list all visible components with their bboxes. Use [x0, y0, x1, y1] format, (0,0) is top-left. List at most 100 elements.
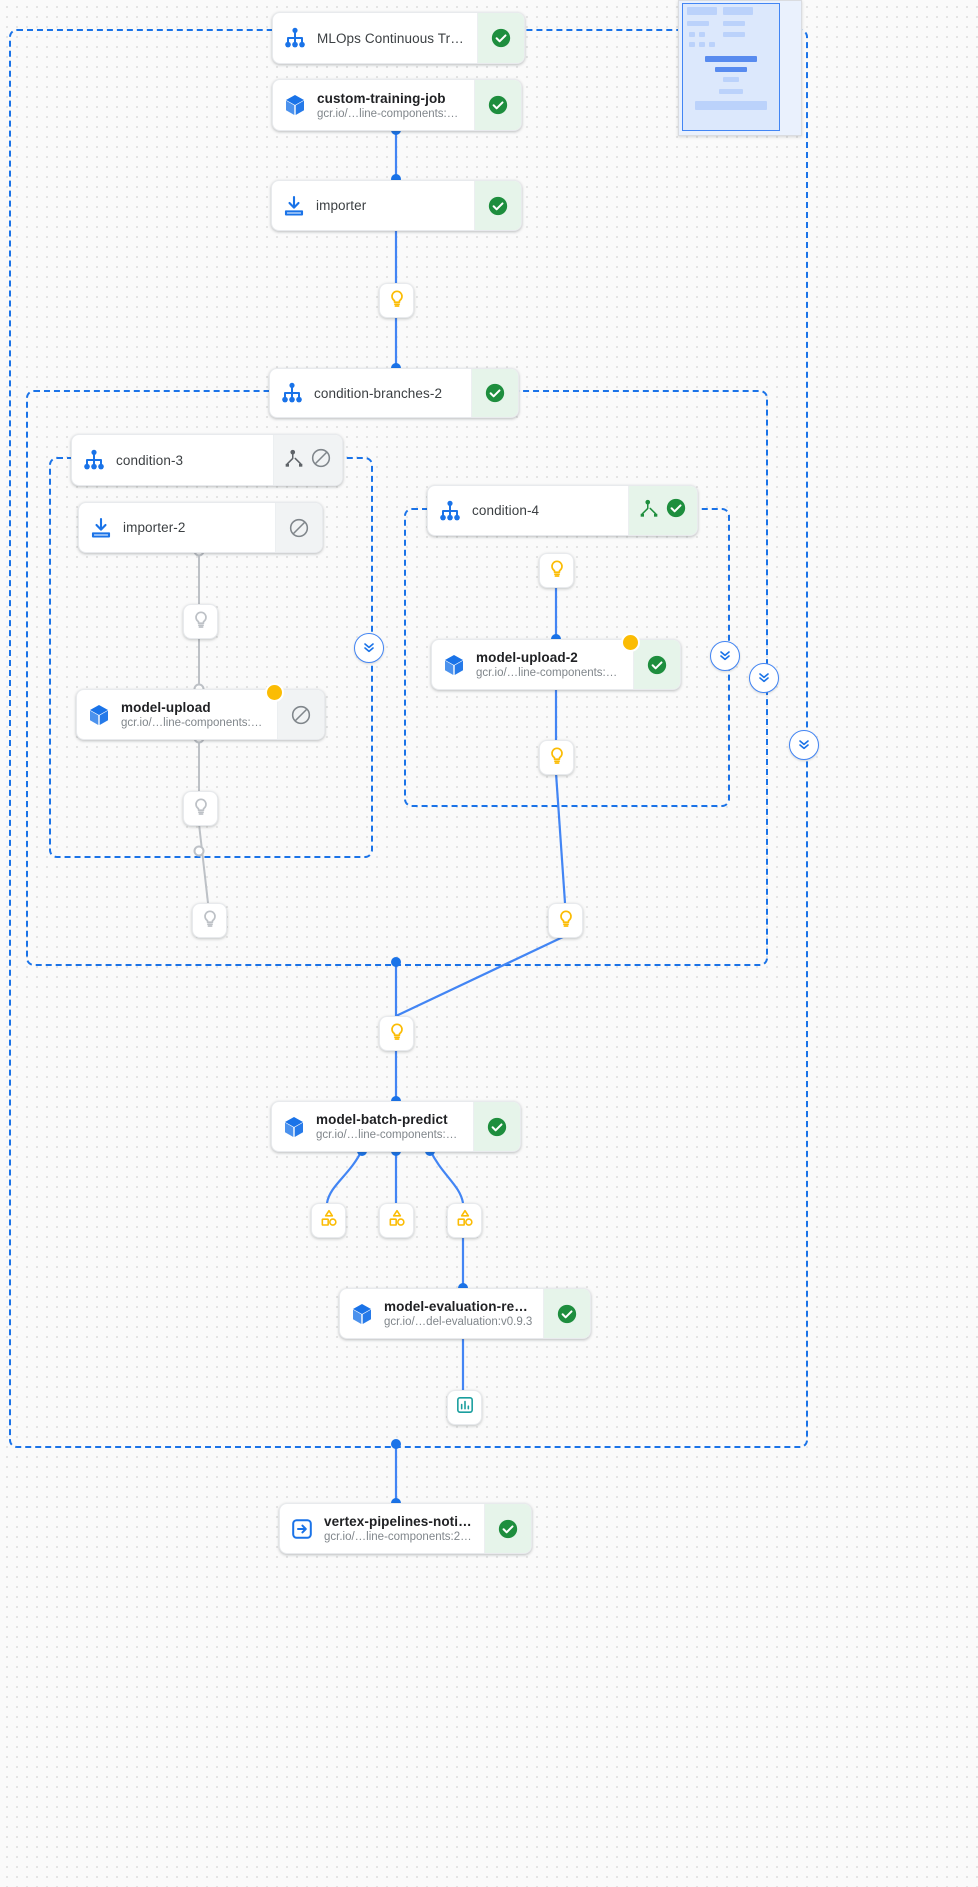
node-text: condition-branches-2: [314, 369, 471, 417]
node-subtitle: gcr.io/…line-components:2.6.0: [317, 107, 464, 120]
minimap-node: [687, 21, 709, 26]
node-title: model-evaluation-regres…: [384, 1299, 533, 1314]
chip-artifact-5[interactable]: [539, 553, 574, 588]
metrics-barchart-icon: [455, 1395, 475, 1420]
minimap-canvas: [679, 1, 801, 135]
exit-arrow-icon: [280, 1504, 324, 1553]
node-subtitle: gcr.io/…line-components:2.6.0: [121, 717, 267, 729]
minimap-node: [705, 56, 757, 62]
node-title: condition-4: [472, 503, 540, 518]
minimap-node: [709, 42, 715, 47]
node-text: MLOps Continuous Traini…: [317, 13, 477, 63]
node-title: model-batch-predict: [316, 1112, 448, 1127]
node-model-upload-2[interactable]: model-upload-2 gcr.io/…line-components:2.…: [431, 639, 681, 690]
branch-split-icon[interactable]: [639, 498, 659, 523]
node-title: model-upload: [121, 700, 211, 715]
node-mlops-continuous-training[interactable]: MLOps Continuous Traini…: [272, 12, 525, 64]
chip-dataset-1[interactable]: [311, 1203, 346, 1238]
chip-artifact-1[interactable]: [379, 283, 414, 318]
node-status-badge: [277, 690, 324, 739]
node-subtitle: gcr.io/…line-components:2.6.0: [476, 667, 623, 679]
chip-artifact-8[interactable]: [379, 1016, 414, 1051]
node-status-group[interactable]: [628, 486, 697, 535]
minimap-node: [695, 101, 767, 110]
minimap-node: [689, 42, 695, 47]
node-status-badge: [543, 1289, 590, 1338]
artifact-lightbulb-icon: [191, 609, 211, 634]
node-text: condition-4: [472, 486, 628, 535]
component-cube-icon: [77, 690, 121, 739]
node-model-batch-predict[interactable]: model-batch-predict gcr.io/…line-componen…: [271, 1101, 521, 1152]
node-model-upload[interactable]: model-upload gcr.io/…line-components:2.6.…: [76, 689, 325, 740]
minimap-panel[interactable]: [678, 0, 802, 136]
chip-artifact-6[interactable]: [539, 740, 574, 775]
collapse-condition-3[interactable]: [354, 633, 384, 663]
chip-artifact-7[interactable]: [548, 903, 583, 938]
artifact-lightbulb-icon: [556, 908, 576, 933]
minimap-node: [699, 32, 705, 37]
node-text: model-upload-2 gcr.io/…line-components:2.…: [476, 640, 633, 689]
node-vertex-pipelines-notification[interactable]: vertex-pipelines-notificat…gcr.io/…line-…: [279, 1503, 532, 1554]
chip-artifact-2[interactable]: [183, 604, 218, 639]
pipeline-hierarchy-icon: [428, 486, 472, 535]
node-title: custom-training-job: [317, 90, 446, 106]
collapse-root-pipeline[interactable]: [789, 730, 819, 760]
chip-dataset-3[interactable]: [447, 1203, 482, 1238]
node-text: model-batch-predict gcr.io/…line-componen…: [316, 1102, 473, 1151]
node-condition-branches-2[interactable]: condition-branches-2: [269, 368, 519, 418]
minimap-node: [723, 32, 745, 37]
branch-split-icon[interactable]: [284, 448, 304, 473]
node-status-badge: [471, 369, 518, 417]
minimap-node: [723, 7, 753, 15]
component-cube-icon: [432, 640, 476, 689]
minimap-node: [687, 7, 717, 15]
artifact-lightbulb-icon: [387, 288, 407, 313]
node-subtitle: gcr.io/…line-components:2.6.0: [324, 1531, 474, 1543]
artifact-lightbulb-icon: [547, 558, 567, 583]
component-cube-icon: [273, 80, 317, 130]
node-importer-2[interactable]: importer-2: [78, 502, 323, 553]
node-subtitle: gcr.io/…del-evaluation:v0.9.3: [384, 1316, 533, 1328]
node-title: MLOps Continuous Traini…: [317, 30, 467, 46]
importer-download-icon: [79, 503, 123, 552]
node-text: vertex-pipelines-notificat…gcr.io/…line-…: [324, 1504, 484, 1553]
node-title: condition-3: [116, 452, 184, 468]
dataset-shapes-icon: [319, 1208, 339, 1233]
chip-artifact-4[interactable]: [192, 903, 227, 938]
minimap-node: [689, 32, 695, 37]
node-model-evaluation-regression[interactable]: model-evaluation-regres… gcr.io/…del-eval…: [339, 1288, 591, 1339]
unsaved-change-dot: [265, 683, 284, 702]
node-title: condition-branches-2: [314, 385, 443, 401]
dataset-shapes-icon: [455, 1208, 475, 1233]
node-text: importer-2: [123, 503, 275, 552]
minimap-node: [719, 89, 743, 94]
chevron-collapse-icon: [361, 638, 377, 659]
node-condition-3[interactable]: condition-3: [71, 434, 343, 486]
component-cube-icon: [272, 1102, 316, 1151]
minimap-node: [715, 67, 747, 72]
artifact-lightbulb-icon: [547, 745, 567, 770]
node-status-badge: [633, 640, 680, 689]
node-importer[interactable]: importer: [271, 180, 522, 231]
dataset-shapes-icon: [387, 1208, 407, 1233]
collapse-condition-branches[interactable]: [749, 663, 779, 693]
importer-download-icon: [272, 181, 316, 230]
chevron-collapse-icon: [717, 646, 733, 667]
chip-metrics-1[interactable]: [447, 1390, 482, 1425]
node-status-badge: [473, 1102, 520, 1151]
chip-artifact-3[interactable]: [183, 791, 218, 826]
chip-dataset-2[interactable]: [379, 1203, 414, 1238]
node-status-badge: [474, 80, 521, 130]
node-title: model-upload-2: [476, 650, 578, 665]
unsaved-change-dot: [621, 633, 640, 652]
chevron-collapse-icon: [756, 668, 772, 689]
collapse-condition-4[interactable]: [710, 641, 740, 671]
node-status-group[interactable]: [273, 435, 342, 485]
node-title: importer: [316, 198, 367, 213]
artifact-lightbulb-icon: [191, 796, 211, 821]
minimap-viewport[interactable]: [682, 3, 780, 131]
node-subtitle: gcr.io/…line-components:2.6.0: [316, 1129, 463, 1141]
node-condition-4[interactable]: condition-4: [427, 485, 698, 536]
